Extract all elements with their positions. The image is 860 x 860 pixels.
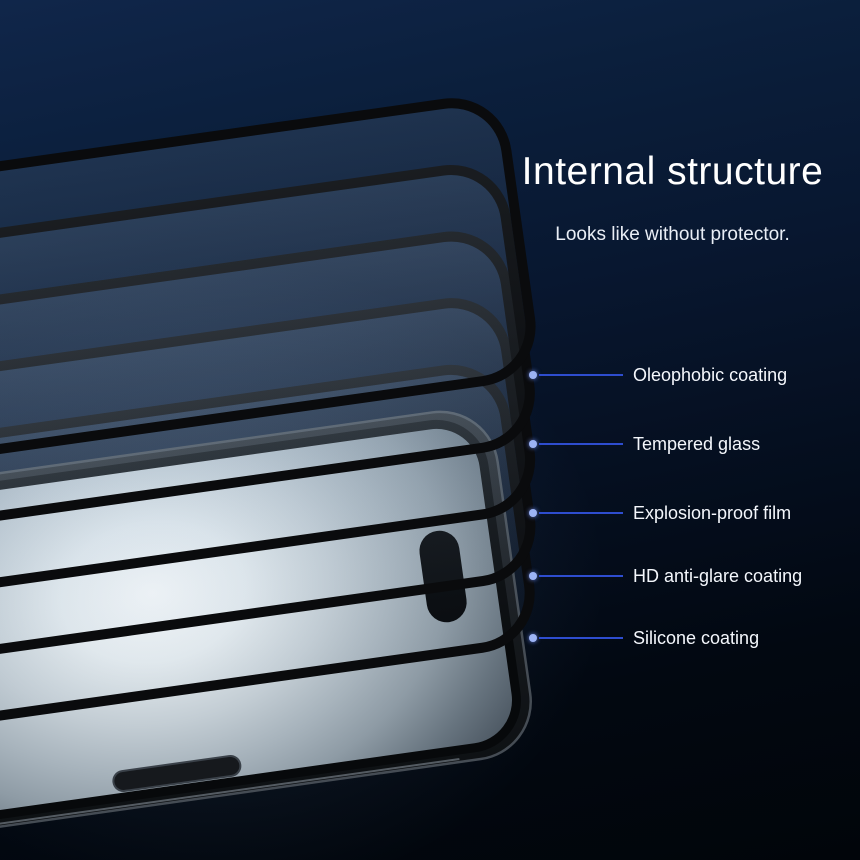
- layer-label: Oleophobic coating: [633, 364, 788, 385]
- phone-side-button: [112, 754, 242, 792]
- callout-silicone-coating: Silicone coating: [529, 626, 759, 650]
- leader-dot-icon: [529, 509, 537, 517]
- protector-layer-oleophobic: [0, 98, 536, 501]
- callout-oleophobic-coating: Oleophobic coating: [529, 363, 787, 387]
- leader-line: [539, 575, 623, 577]
- layer-label: Tempered glass: [633, 433, 761, 454]
- callout-explosion-proof-film: Explosion-proof film: [529, 501, 791, 525]
- leader-line: [539, 637, 623, 639]
- leader-dot-icon: [529, 634, 537, 642]
- leader-line: [539, 374, 623, 376]
- layer-label: Explosion-proof film: [633, 502, 792, 523]
- leader-line: [539, 443, 623, 445]
- callout-hd-anti-glare-coating: HD anti-glare coating: [529, 564, 802, 588]
- phone-frame-highlight: [0, 758, 460, 860]
- callout-tempered-glass: Tempered glass: [529, 432, 760, 456]
- layer-label: HD anti-glare coating: [633, 565, 803, 586]
- leader-dot-icon: [529, 572, 537, 580]
- leader-dot-icon: [529, 440, 537, 448]
- page-subtitle: Looks like without protector.: [555, 224, 790, 245]
- page-title: Internal structure: [521, 150, 824, 193]
- leader-line: [539, 512, 623, 514]
- leader-dot-icon: [529, 371, 537, 379]
- layer-label: Silicone coating: [633, 627, 760, 648]
